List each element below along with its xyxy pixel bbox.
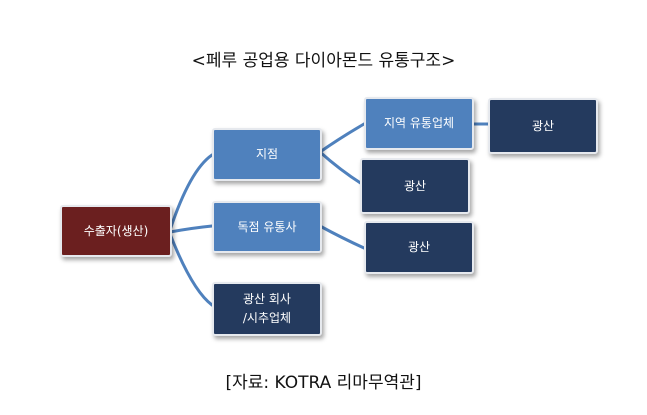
mining-company-label-line2: /시추업체 — [242, 311, 292, 325]
connector-exporter-exclusive — [168, 224, 214, 234]
branch-node: 지점 — [212, 128, 322, 181]
mine-label-3: 광산 — [407, 240, 431, 254]
mining-company-node: 광산 회사 /시추업체 — [212, 282, 322, 336]
exporter-label: 수출자(생산) — [83, 223, 149, 238]
connector-branch-mine2 — [318, 150, 364, 186]
diagram-title: <페루 공업용 다이아몬드 유통구조> — [191, 51, 456, 71]
branch-label: 지점 — [255, 147, 279, 161]
exclusive-distributor-node: 독점 유통사 — [212, 201, 322, 253]
exclusive-distributor-label: 독점 유통사 — [237, 219, 297, 234]
mining-company-label-line1: 광산 회사 — [243, 292, 291, 306]
connector-branch-regional — [318, 122, 366, 154]
connector-exporter-mining-company — [168, 232, 214, 307]
exporter-node: 수출자(생산) — [60, 205, 172, 257]
source-caption: [자료: KOTRA 리마무역관] — [225, 373, 422, 393]
mine-label-1: 광산 — [531, 118, 555, 133]
mine-node-1: 광산 — [488, 98, 598, 154]
mine-node-3: 광산 — [364, 221, 474, 274]
mine-label-2: 광산 — [403, 178, 427, 193]
regional-distributor-label: 지역 유통업체 — [383, 116, 455, 130]
connector-exclusive-mine3 — [318, 224, 366, 250]
mine-node-2: 광산 — [360, 158, 470, 214]
regional-distributor-node: 지역 유통업체 — [364, 97, 474, 150]
connector-exporter-branch — [168, 153, 214, 232]
